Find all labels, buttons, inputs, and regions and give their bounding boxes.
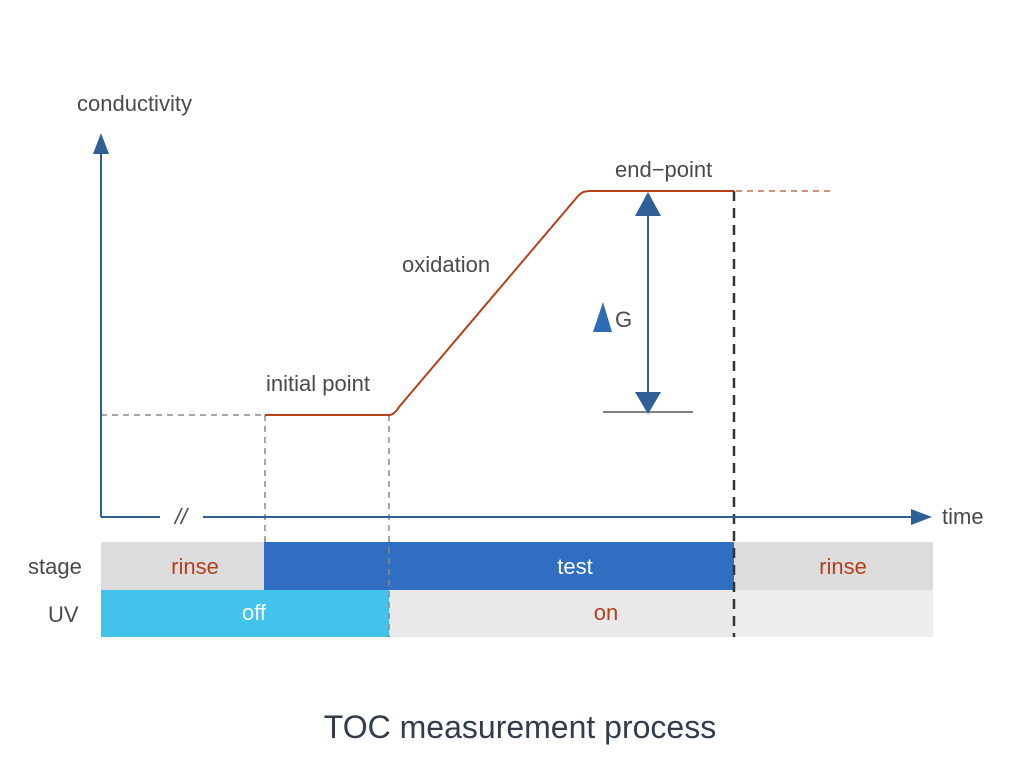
uv-on-block <box>389 590 734 637</box>
axis-break-mark: // <box>173 504 189 529</box>
conductivity-curve <box>265 190 734 416</box>
initial-point-label: initial point <box>266 371 370 396</box>
stage-rinse-right-label: rinse <box>819 554 867 579</box>
delta-triangle-icon <box>593 302 612 332</box>
uv-row-label: UV <box>48 602 79 627</box>
stage-rinse-left-block <box>101 542 264 590</box>
stage-test-label: test <box>557 554 592 579</box>
stage-rinse-left-label: rinse <box>171 554 219 579</box>
uv-off-block <box>101 590 389 637</box>
uv-after-block <box>734 590 933 637</box>
uv-on-label: on <box>594 600 618 625</box>
end-point-label: end−point <box>615 157 712 182</box>
uv-off-label: off <box>242 600 267 625</box>
delta-g-label: G <box>615 307 632 332</box>
stage-row-label: stage <box>28 554 82 579</box>
delta-g-up-arrow-icon <box>635 192 661 216</box>
stage-rinse-right-block <box>734 542 933 590</box>
y-axis-label: conductivity <box>77 91 192 116</box>
y-axis-arrow-icon <box>93 133 109 154</box>
stage-test-block <box>264 542 734 590</box>
oxidation-label: oxidation <box>402 252 490 277</box>
x-axis-label: time <box>942 504 984 529</box>
diagram-caption: TOC measurement process <box>324 709 716 745</box>
x-axis-arrow-icon <box>911 509 932 525</box>
delta-g-down-arrow-icon <box>635 392 661 414</box>
